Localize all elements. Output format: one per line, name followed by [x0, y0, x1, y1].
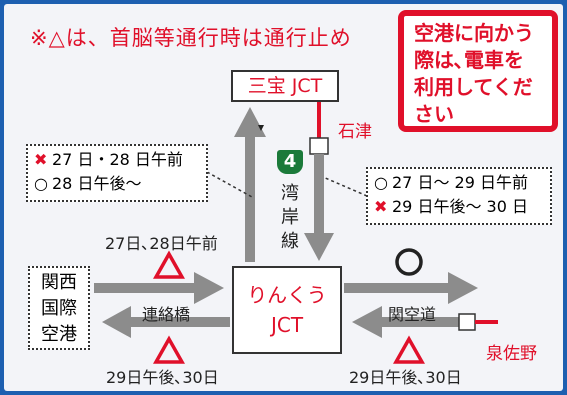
legend-right: ○27 日～ 29 日午前 ✖29 日午後～ 30 日	[366, 167, 552, 225]
legend-left-x-text: 27 日・28 日午前	[52, 150, 183, 169]
triangle-left-lower-label: 29日午後､30日	[106, 368, 219, 387]
triangle-mark-left-upper	[153, 250, 185, 279]
arrow-to-rinku	[94, 272, 224, 304]
circle-mark-kankudo	[395, 248, 423, 276]
legend-left-o-text: 28 日午後～	[52, 174, 142, 193]
legend-right-o-text: 27 日～ 29 日午前	[392, 173, 528, 192]
arrow-kankudo-out	[344, 272, 478, 304]
legend-left-x-row: ✖27 日・28 日午前	[34, 148, 200, 172]
legend-left: ✖27 日・28 日午前 ○28 日午後～	[26, 144, 208, 202]
wangan-line-label: 湾岸線	[281, 183, 299, 252]
arrow-up-to-sanpo	[234, 107, 266, 262]
triangle-mark-right-lower	[393, 335, 425, 364]
triangle-mark-left-lower	[153, 335, 185, 364]
road-closure-map: ※△は、首脳等通行時は通行止め 空港に向かう 際は､電車を 利用してくだ さい …	[4, 4, 563, 391]
leader-right	[322, 176, 368, 197]
triangle-left-upper-label: 27日､28日午前	[105, 234, 218, 253]
kansai-airport-box: 関西 国際 空港	[28, 266, 90, 350]
rinku-jct-box: りんくう JCT	[232, 266, 342, 354]
kankudo-label: 関空道	[388, 305, 437, 324]
arrow-to-airport	[102, 306, 230, 338]
closure-notice: ※△は、首脳等通行時は通行止め	[30, 26, 352, 50]
x-mark-icon: ✖	[374, 197, 388, 216]
circle-mark-icon: ○	[34, 174, 48, 193]
toll-marker	[258, 125, 264, 131]
legend-right-x-text: 29 日午後～ 30 日	[392, 197, 528, 216]
x-mark-icon: ✖	[34, 150, 48, 169]
legend-right-x-row: ✖29 日午後～ 30 日	[374, 195, 544, 219]
ishizu-gate	[309, 137, 329, 155]
triangle-right-lower-label: 29日午後､30日	[349, 368, 462, 387]
legend-right-o-row: ○27 日～ 29 日午前	[374, 171, 544, 195]
renrakukyo-label: 連絡橋	[142, 305, 191, 324]
train-advice-callout: 空港に向かう 際は､電車を 利用してくだ さい	[398, 10, 558, 132]
circle-mark-icon: ○	[374, 173, 388, 192]
legend-left-o-row: ○28 日午後～	[34, 172, 200, 196]
ishizu-label: 石津	[338, 122, 372, 142]
map-graphics	[94, 102, 498, 364]
izumisano-label: 泉佐野	[486, 344, 537, 364]
izumisano-gate	[458, 313, 476, 331]
leader-left	[206, 171, 253, 198]
sanpo-jct-box: 三宝 JCT	[231, 70, 339, 102]
arrow-down-to-rinku	[304, 154, 334, 261]
arrow-kankudo-in	[352, 306, 469, 338]
route-4-shield: 4	[277, 150, 303, 174]
